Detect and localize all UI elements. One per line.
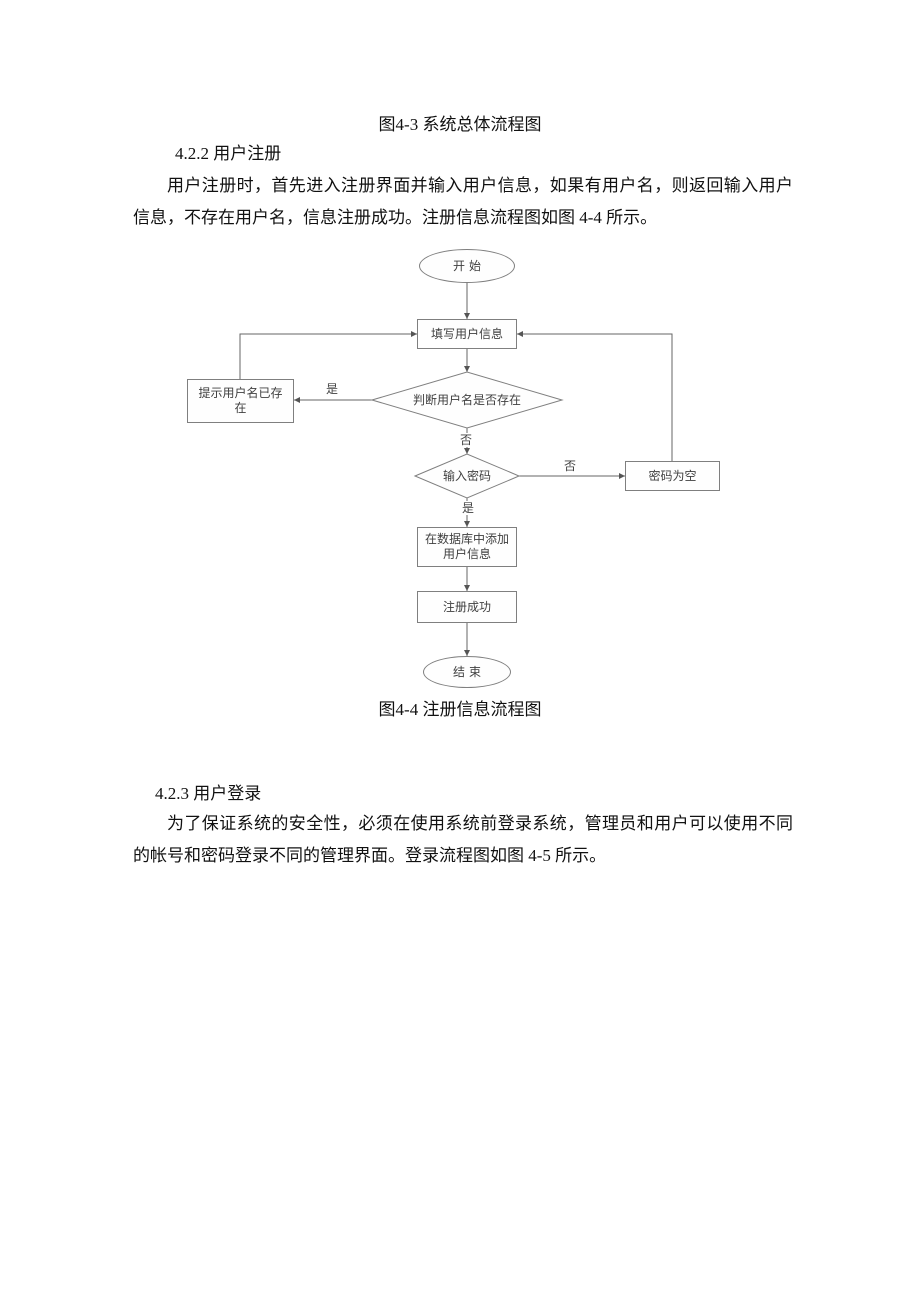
- figure-4-3-caption: 图4-3 系统总体流程图: [378, 115, 542, 134]
- section-4-2-2-heading: 4.2.2 用户注册: [175, 144, 282, 163]
- input-password-diamond-shape: [413, 453, 521, 499]
- flow-node-username-exists-prompt: 提示用户名已存在: [187, 379, 294, 423]
- section-4-2-3-heading: 4.2.3 用户登录: [155, 784, 262, 803]
- flow-node-add-user-to-database: 在数据库中添加用户信息: [417, 527, 517, 567]
- flow-node-register-success: 注册成功: [417, 591, 517, 623]
- flow-node-fill-user-info: 填写用户信息: [417, 319, 517, 349]
- registration-flowchart: 开始 填写用户信息 判断用户名是否存在 提示用户名已存在 输入密码 密码为空 在…: [0, 240, 920, 700]
- check-username-diamond-shape: [370, 371, 564, 429]
- edge-label-yes-down: 是: [460, 501, 477, 515]
- figure-4-4-caption: 图4-4 注册信息流程图: [378, 700, 542, 719]
- section-4-2-2-paragraph: 用户注册时，首先进入注册界面并输入用户信息，如果有用户名，则返回输入用户信息，不…: [133, 176, 793, 227]
- flow-node-start: 开始: [419, 249, 515, 283]
- flowchart-connectors: [239, 283, 673, 656]
- flow-node-password-empty: 密码为空: [625, 461, 720, 491]
- section-4-2-3-paragraph: 为了保证系统的安全性，必须在使用系统前登录系统，管理员和用户可以使用不同的帐号和…: [133, 814, 793, 865]
- flow-node-end: 结束: [423, 656, 511, 688]
- edge-label-no-down: 否: [458, 433, 475, 447]
- edge-label-no-right: 否: [562, 459, 579, 473]
- edge-label-yes-left: 是: [324, 382, 341, 396]
